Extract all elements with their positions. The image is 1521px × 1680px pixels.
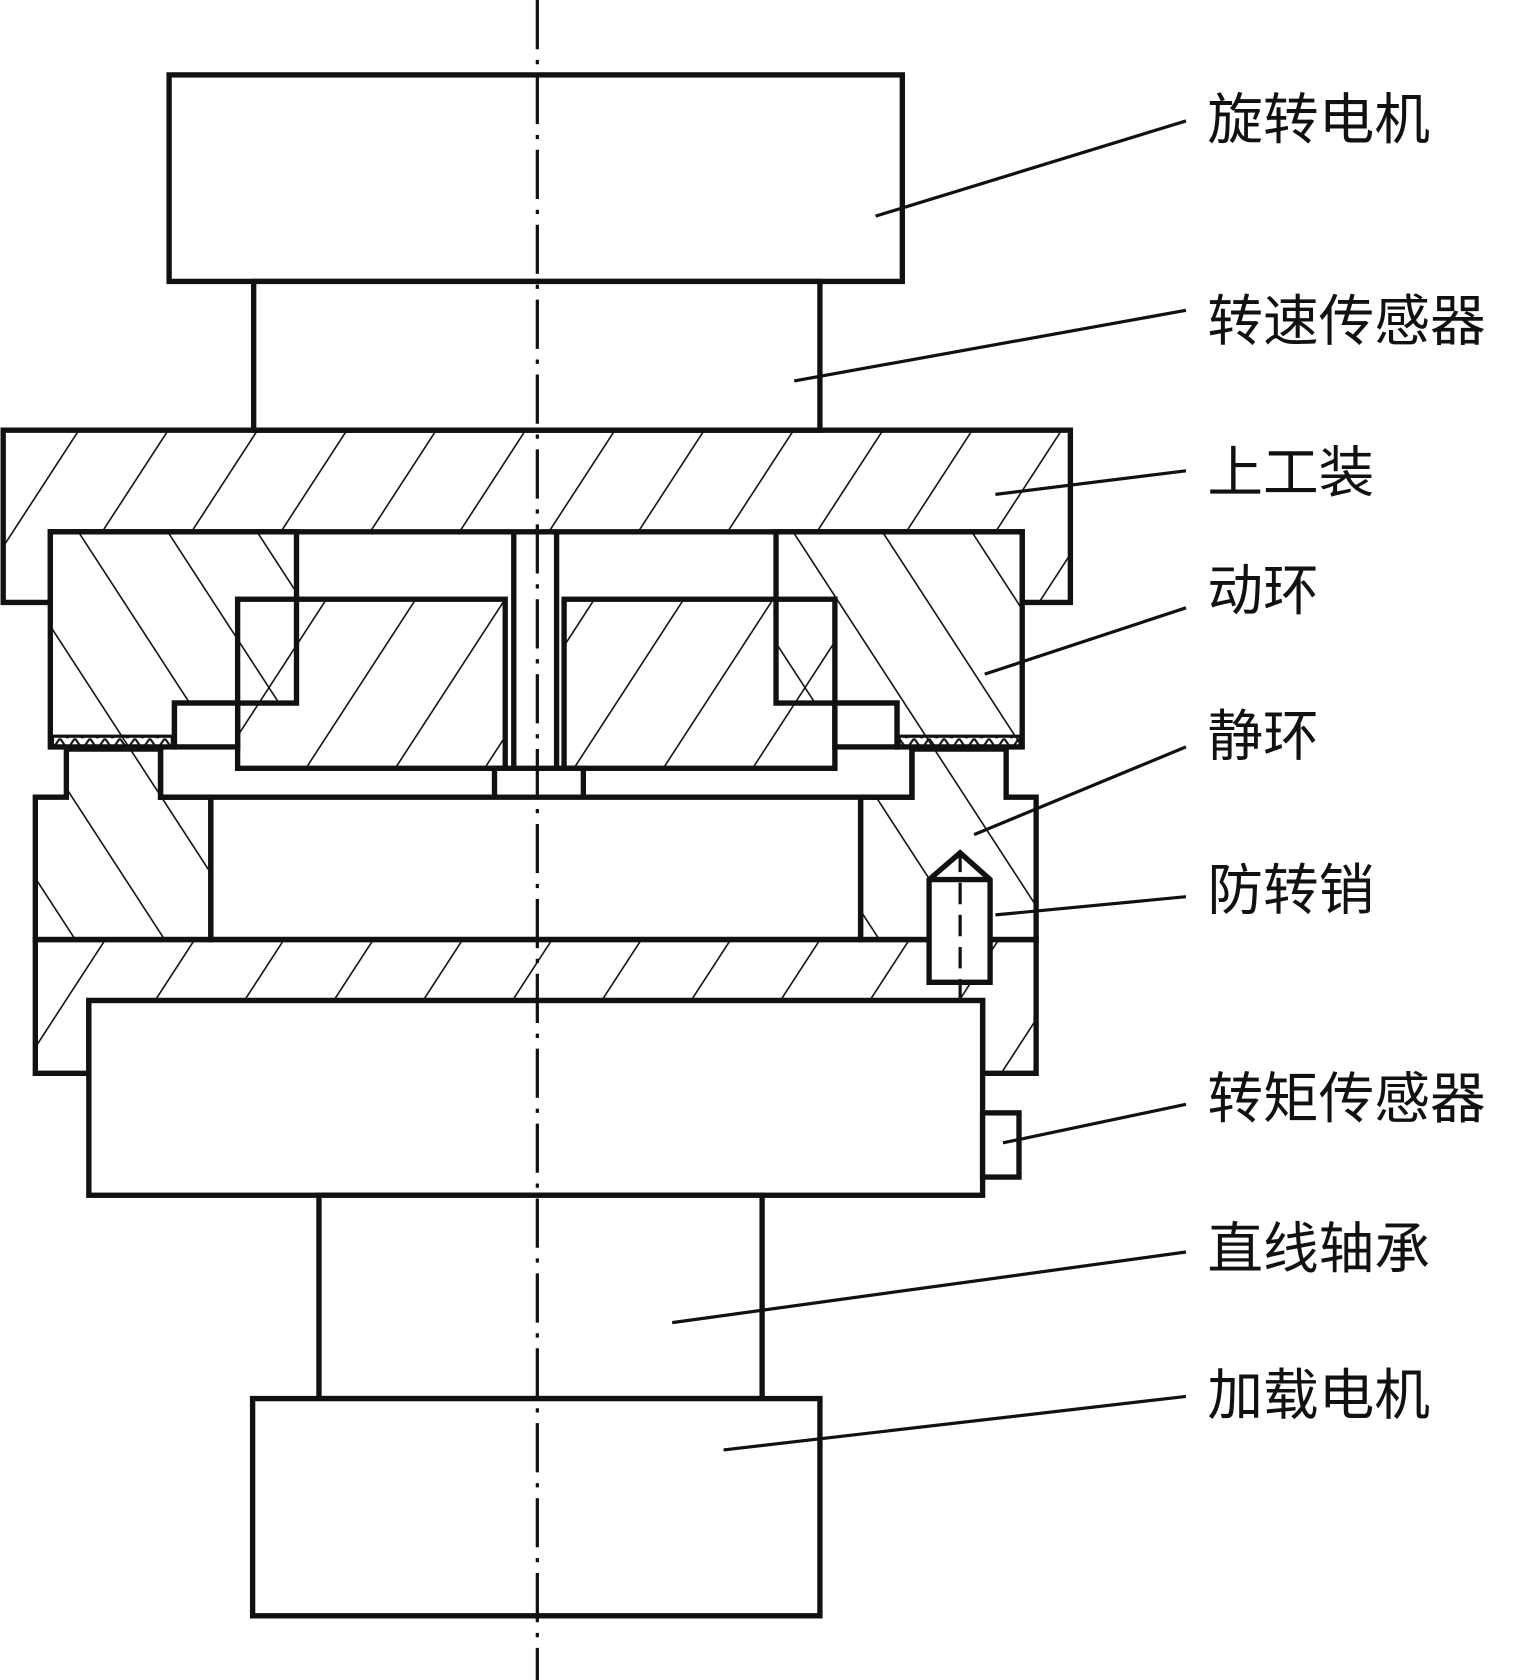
hub-block-right xyxy=(561,596,838,771)
label-stationary-ring: 静环 xyxy=(1207,704,1318,769)
stationary-ring-left xyxy=(32,746,214,943)
hub-block-left xyxy=(234,596,508,771)
label-upper-fixture: 上工装 xyxy=(1207,441,1374,506)
label-torque-sensor: 转矩传感器 xyxy=(1207,1067,1485,1132)
seal-face-left xyxy=(50,734,174,749)
label-loading-motor: 加载电机 xyxy=(1207,1364,1430,1429)
seal-face-right xyxy=(897,734,1022,749)
label-rotary-motor: 旋转电机 xyxy=(1207,88,1430,153)
label-linear-bearing: 直线轴承 xyxy=(1207,1217,1430,1282)
label-anti-rotation-pin: 防转销 xyxy=(1207,859,1374,924)
label-moving-ring: 动环 xyxy=(1207,559,1318,624)
torque-sensor-connector xyxy=(979,1110,1022,1180)
spacer-right xyxy=(832,700,900,750)
label-speed-sensor: 转速传感器 xyxy=(1207,289,1485,354)
spacer-left xyxy=(171,700,241,750)
linear-bearing xyxy=(316,1192,765,1402)
